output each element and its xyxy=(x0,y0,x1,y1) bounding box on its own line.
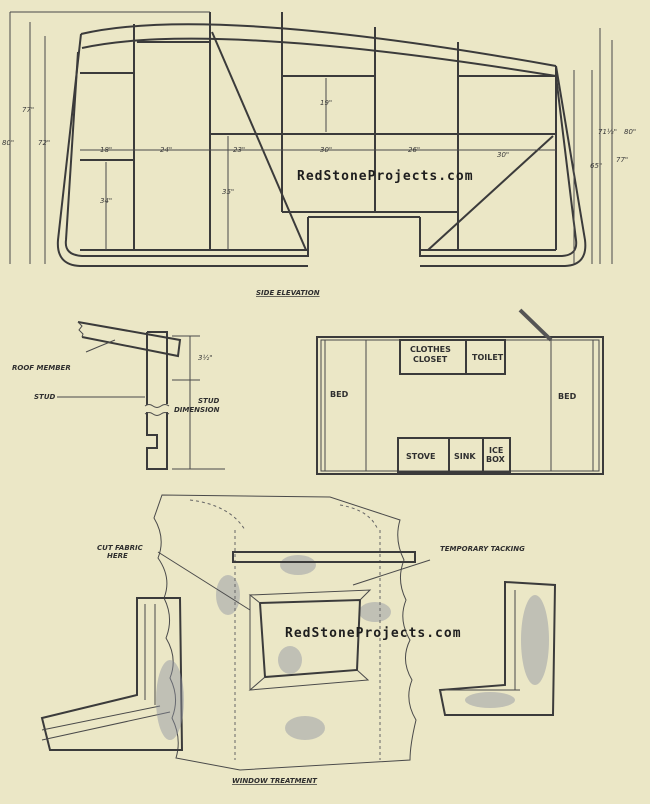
dim-right-80: 80" xyxy=(624,128,636,136)
dim-h-18: 18" xyxy=(100,146,112,154)
side-elevation-frame xyxy=(56,12,587,267)
bed-right: BED xyxy=(558,392,577,401)
left-window-frame xyxy=(40,597,184,751)
stud-dimension-label-1: STUD xyxy=(198,397,220,405)
dim-h-26: 26" xyxy=(408,146,420,154)
dim-right-77: 77" xyxy=(616,156,628,164)
closet-label-1: CLOTHES xyxy=(410,345,451,354)
bed-left: BED xyxy=(330,390,349,399)
notch-dimension: 3½" xyxy=(198,354,212,362)
dim-h-23: 23" xyxy=(233,146,245,154)
sink-label: SINK xyxy=(454,452,476,461)
dimension-lines xyxy=(9,11,613,264)
dim-right-65: 65" xyxy=(590,162,602,170)
dim-h-30a: 30" xyxy=(320,146,332,154)
dim-v-34: 34" xyxy=(100,197,112,205)
dim-left-80: 80" xyxy=(2,139,14,147)
watermark-bottom: RedStoneProjects.com xyxy=(285,626,462,641)
dim-v-19: 19" xyxy=(320,99,332,107)
icebox-label-1: ICE xyxy=(489,446,503,455)
floor-plan xyxy=(316,308,604,475)
watermark-top: RedStoneProjects.com xyxy=(297,169,474,184)
side-elevation-title: SIDE ELEVATION xyxy=(256,289,320,297)
window-wall-panel xyxy=(153,494,431,771)
cut-fabric-label-1: CUT FABRIC xyxy=(97,544,144,552)
window-treatment-title: WINDOW TREATMENT xyxy=(232,777,318,785)
dim-v-35: 35" xyxy=(222,188,234,196)
temporary-tacking-label: TEMPORARY TACKING xyxy=(440,545,525,553)
roof-member-label: ROOF MEMBER xyxy=(12,364,71,372)
right-window-frame xyxy=(438,580,557,716)
dim-h-30b: 30" xyxy=(497,151,509,159)
stud-label: STUD xyxy=(34,393,56,401)
stove-label: STOVE xyxy=(406,452,435,461)
dimension-labels: 80" 77" 72" 71½" 80" 77" 65" 18" 24" 23"… xyxy=(2,99,636,205)
dim-right-71h: 71½" xyxy=(598,128,617,136)
icebox-label-2: BOX xyxy=(486,455,506,464)
dim-h-24: 24" xyxy=(160,146,172,154)
toilet-label: TOILET xyxy=(472,353,504,362)
stud-detail xyxy=(57,321,225,470)
cut-fabric-label-2: HERE xyxy=(107,552,128,560)
dim-left-77: 77" xyxy=(22,106,34,114)
stud-dimension-label-2: DIMENSION xyxy=(174,406,220,414)
dim-left-72: 72" xyxy=(38,139,50,147)
closet-label-2: CLOSET xyxy=(413,355,448,364)
